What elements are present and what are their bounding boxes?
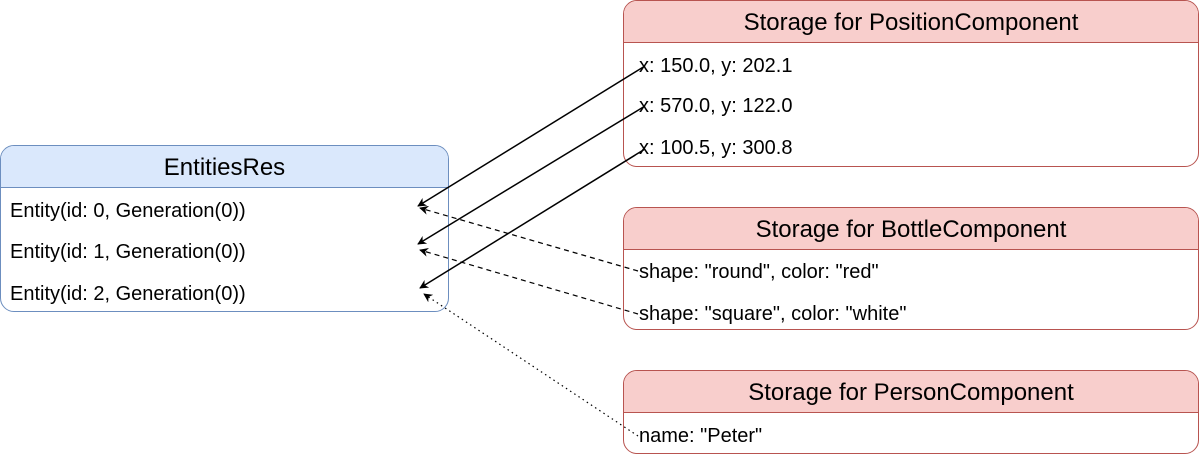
position-row-2: x: 100.5, y: 300.8 [639, 137, 793, 159]
bottle-storage-title: Storage for BottleComponent [624, 208, 1198, 250]
entity-row-0: Entity(id: 0, Generation(0)) [10, 200, 246, 222]
position-storage-title: Storage for PositionComponent [624, 1, 1198, 43]
arrow-bottle-1-to-entity-1 [419, 247, 639, 315]
person-storage-box: Storage for PersonComponent name: "Peter… [623, 370, 1199, 454]
entities-res-box: EntitiesRes Entity(id: 0, Generation(0))… [0, 145, 449, 312]
arrow-position-2-to-entity-2 [419, 148, 646, 289]
person-row-0: name: "Peter" [639, 425, 763, 447]
arrow-position-1-to-entity-1 [417, 105, 646, 245]
position-storage-box: Storage for PositionComponent x: 150.0, … [623, 0, 1199, 167]
arrow-person-0-to-entity-2 [423, 293, 639, 437]
arrow-position-0-to-entity-0 [417, 65, 646, 207]
arrow-bottle-0-to-entity-0 [419, 205, 639, 272]
bottle-row-0: shape: "round", color: "red" [639, 261, 879, 283]
person-storage-title: Storage for PersonComponent [624, 371, 1198, 413]
position-row-1: x: 570.0, y: 122.0 [639, 95, 793, 117]
entity-row-1: Entity(id: 1, Generation(0)) [10, 241, 246, 263]
entities-res-title: EntitiesRes [1, 146, 448, 188]
position-row-0: x: 150.0, y: 202.1 [639, 55, 793, 77]
bottle-storage-box: Storage for BottleComponent shape: "roun… [623, 207, 1199, 330]
bottle-row-1: shape: "square", color: "white" [639, 303, 907, 325]
entity-row-2: Entity(id: 2, Generation(0)) [10, 283, 246, 305]
